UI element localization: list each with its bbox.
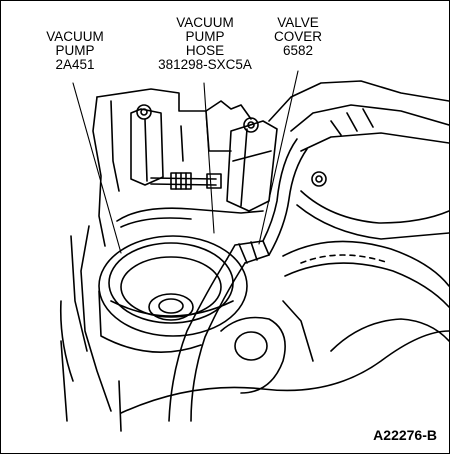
figure-id: A22276-B xyxy=(373,427,437,443)
label-valve-cover: VALVE COVER 6582 xyxy=(263,16,333,58)
label-vacuum-pump-hose: VACUUM PUMP HOSE 381298-SXC5A xyxy=(149,16,261,72)
adjuster-rod xyxy=(150,172,222,190)
label-line: 2A451 xyxy=(55,57,95,72)
mounting-bracket xyxy=(130,108,278,212)
label-line: PUMP xyxy=(185,29,225,44)
lower-components xyxy=(60,300,449,432)
vacuum-pump-body xyxy=(98,235,248,353)
label-line: VACUUM xyxy=(46,29,104,44)
bolt-heads xyxy=(136,104,327,187)
bracket-curve-lower xyxy=(120,217,192,228)
label-line: HOSE xyxy=(185,43,225,58)
valve-cover-shape xyxy=(268,80,449,240)
label-line: PUMP xyxy=(55,43,95,58)
label-line: 381298-SXC5A xyxy=(158,57,252,72)
label-line: 6582 xyxy=(282,43,314,58)
label-line: VACUUM xyxy=(176,15,234,30)
background-hose xyxy=(282,240,449,308)
label-line: COVER xyxy=(273,29,322,44)
leader-lines xyxy=(72,70,299,254)
label-vacuum-pump: VACUUM PUMP 2A451 xyxy=(31,30,119,72)
label-line: VALVE xyxy=(277,15,319,30)
engine-block xyxy=(59,88,252,412)
vacuum-hose xyxy=(168,138,308,422)
bracket-curve xyxy=(116,207,264,222)
